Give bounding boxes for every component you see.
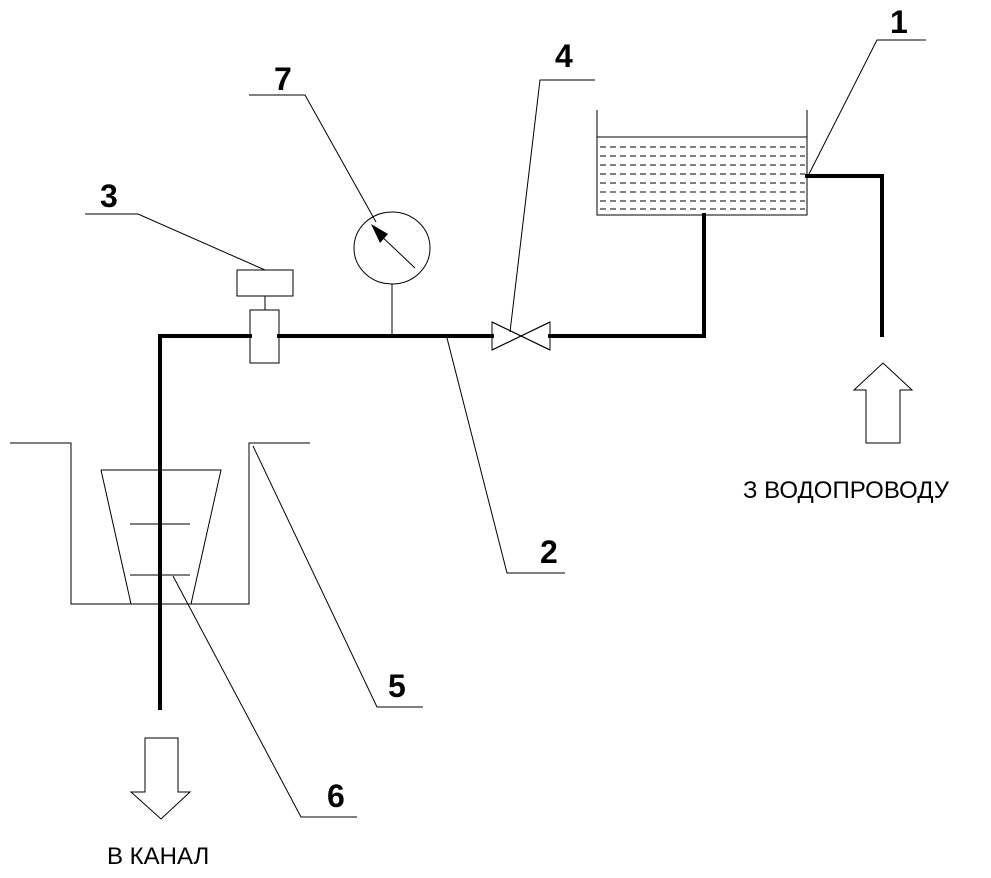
outlet-arrow [129,737,192,820]
label-6: 6 [327,778,345,814]
leader-lines [85,39,926,818]
inlet-arrow [852,362,914,444]
drain-channel [10,442,310,605]
label-1: 1 [890,4,908,40]
supply-pipe [805,174,884,337]
valve [491,321,551,351]
label-4: 4 [555,38,573,74]
flow-regulator [236,269,294,364]
main-pipeline [158,213,706,710]
label-5: 5 [388,668,406,704]
water-tank [596,110,808,216]
outlet-caption: В КАНАЛ [107,843,209,870]
inlet-caption: З ВОДОПРОВОДУ [743,477,950,504]
label-2: 2 [540,534,558,570]
measuring-vessel [100,469,222,605]
pressure-gauge [353,211,431,336]
label-3: 3 [100,178,118,214]
label-7: 7 [274,61,292,97]
